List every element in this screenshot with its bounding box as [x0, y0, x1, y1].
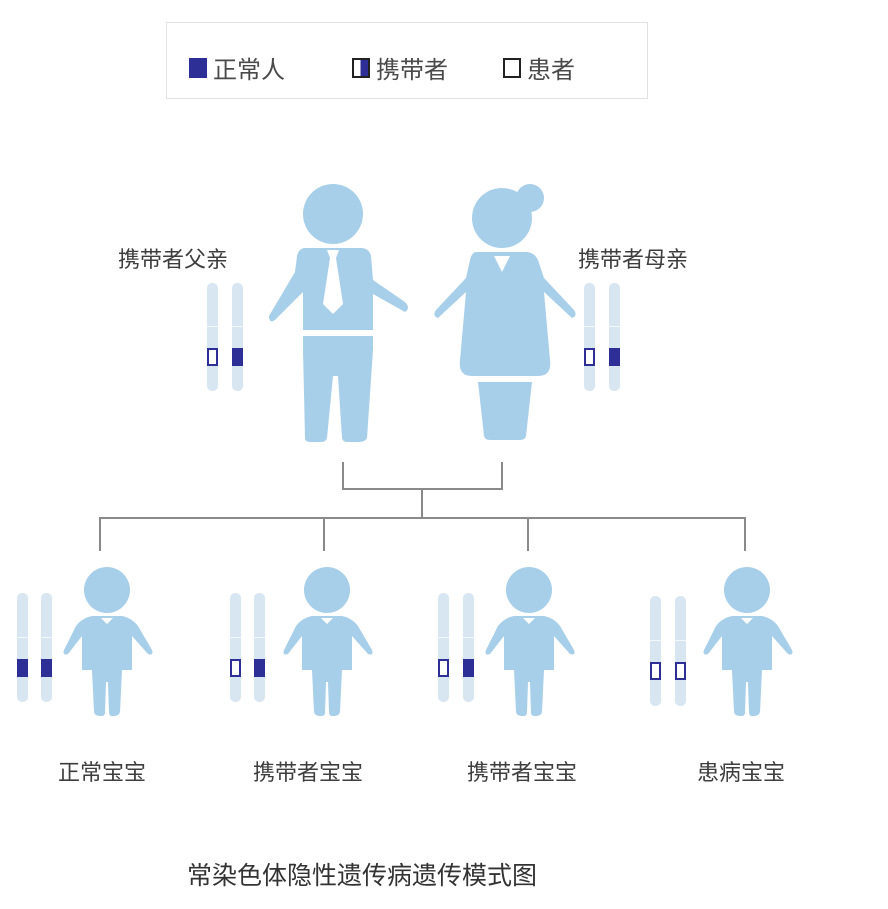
father-label: 携带者父亲 [118, 248, 229, 273]
chromosome [230, 593, 241, 702]
legend-label: 携带者 [376, 56, 448, 84]
connector-line [99, 517, 101, 551]
dominant-allele-marker [609, 348, 620, 366]
recessive-allele-marker [207, 348, 218, 366]
legend-item-patient: 患者 [503, 50, 575, 85]
diagram-caption: 常染色体隐性遗传病遗传模式图 [187, 861, 538, 890]
recessive-allele-marker [675, 662, 686, 680]
dominant-allele-marker [17, 659, 28, 677]
chromosome [438, 593, 449, 702]
connector-line [99, 517, 746, 519]
dominant-allele-marker [463, 659, 474, 677]
chromosome [232, 283, 243, 391]
child-figure-icon [703, 567, 793, 716]
chromosome [41, 593, 52, 702]
chromosome [650, 596, 661, 706]
connector-line [501, 462, 503, 490]
connector-line [421, 488, 423, 519]
mother-label: 携带者母亲 [578, 248, 689, 273]
dominant-allele-marker [232, 348, 243, 366]
chromosome [207, 283, 218, 391]
legend-item-carrier: 携带者 [352, 50, 448, 85]
recessive-allele-marker [584, 348, 595, 366]
child-figure-icon [283, 567, 373, 716]
child-label: 携带者宝宝 [467, 761, 578, 786]
chromosome [609, 283, 620, 391]
child-figure-icon [485, 567, 575, 716]
half-filled-square-icon [352, 57, 370, 78]
filled-square-icon [189, 57, 207, 78]
chromosome [584, 283, 595, 391]
legend-item-normal: 正常人 [189, 50, 285, 85]
child-label: 携带者宝宝 [253, 761, 364, 786]
legend-label: 正常人 [213, 56, 285, 84]
connector-line [342, 462, 344, 490]
recessive-allele-marker [650, 662, 661, 680]
recessive-allele-marker [230, 659, 241, 677]
legend: 正常人 携带者 患者 [166, 22, 648, 99]
dominant-allele-marker [254, 659, 265, 677]
mother-figure-icon [434, 184, 576, 440]
child-figure-icon [63, 567, 153, 716]
empty-square-icon [503, 57, 521, 78]
connector-line [527, 517, 529, 551]
recessive-allele-marker [438, 659, 449, 677]
chromosome [254, 593, 265, 702]
child-label: 正常宝宝 [58, 761, 147, 786]
chromosome [17, 593, 28, 702]
connector-line [744, 517, 746, 551]
chromosome [463, 593, 474, 702]
father-figure-icon [269, 184, 408, 442]
dominant-allele-marker [41, 659, 52, 677]
child-label: 患病宝宝 [697, 761, 786, 786]
legend-label: 患者 [527, 56, 575, 84]
connector-line [323, 517, 325, 551]
chromosome [675, 596, 686, 706]
